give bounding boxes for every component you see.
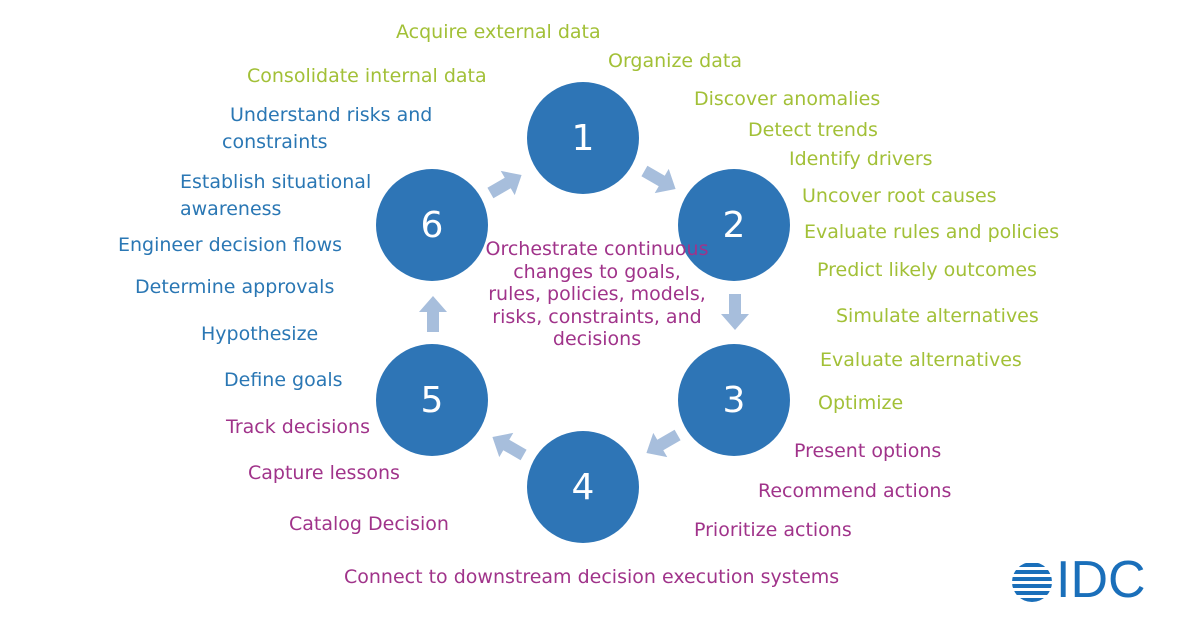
label-establish-situational-line2: awareness (180, 198, 282, 220)
label-track-decisions: Track decisions (226, 416, 370, 438)
arrow-4-to-5-icon (492, 432, 527, 461)
label-hypothesize: Hypothesize (201, 323, 319, 345)
label-identify-drivers: Identify drivers (789, 148, 933, 170)
label-detect-trends: Detect trends (748, 119, 878, 141)
label-understand-risks-line2: constraints (222, 131, 328, 153)
step-circle-6: 6 (376, 169, 488, 281)
label-consolidate-internal-data: Consolidate internal data (247, 65, 487, 87)
step-number: 4 (571, 466, 595, 508)
label-determine-approvals: Determine approvals (135, 276, 335, 298)
label-present-options: Present options (794, 440, 942, 462)
arrow-3-to-4-icon (646, 429, 681, 458)
label-uncover-root-causes: Uncover root causes (802, 185, 997, 207)
label-predict-likely-outcomes: Predict likely outcomes (817, 259, 1037, 281)
step-circle-5: 5 (376, 344, 488, 456)
label-understand-risks-line1: Understand risks and (230, 104, 433, 126)
label-prioritize-actions: Prioritize actions (694, 519, 852, 541)
step-circle-3: 3 (678, 344, 790, 456)
label-define-goals: Define goals (224, 369, 343, 391)
label-catalog-decision: Catalog Decision (289, 513, 449, 535)
arrow-1-to-2-icon (641, 165, 676, 194)
label-optimize: Optimize (818, 392, 904, 414)
label-evaluate-rules-and-policies: Evaluate rules and policies (804, 221, 1060, 243)
label-discover-anomalies: Discover anomalies (694, 88, 881, 110)
label-acquire-external-data: Acquire external data (396, 21, 601, 43)
step-circle-1: 1 (527, 82, 639, 194)
step-number: 3 (722, 379, 746, 421)
step-number: 6 (420, 204, 444, 246)
center-text: Orchestrate continuous changes to goals,… (485, 238, 709, 350)
globe-icon (1012, 563, 1052, 602)
label-establish-situational-line1: Establish situational (180, 171, 372, 193)
step-number: 5 (420, 379, 444, 421)
label-capture-lessons: Capture lessons (248, 462, 400, 484)
label-engineer-decision-flows: Engineer decision flows (118, 234, 343, 256)
label-connect-downstream: Connect to downstream decision execution… (344, 566, 840, 588)
step-number: 1 (571, 117, 595, 159)
idc-logo: IDC (1010, 551, 1170, 609)
step-number: 2 (722, 204, 746, 246)
label-recommend-actions: Recommend actions (758, 480, 952, 502)
label-organize-data: Organize data (608, 50, 742, 72)
arrow-6-to-1-icon (487, 170, 522, 199)
logo-text: IDC (1056, 551, 1146, 609)
label-evaluate-alternatives: Evaluate alternatives (820, 349, 1022, 371)
label-simulate-alternatives: Simulate alternatives (836, 305, 1039, 327)
arrow-2-to-3-icon (721, 294, 749, 330)
step-circle-4: 4 (527, 431, 639, 543)
arrow-5-to-6-icon (419, 296, 447, 332)
step-circle-2: 2 (678, 169, 790, 281)
